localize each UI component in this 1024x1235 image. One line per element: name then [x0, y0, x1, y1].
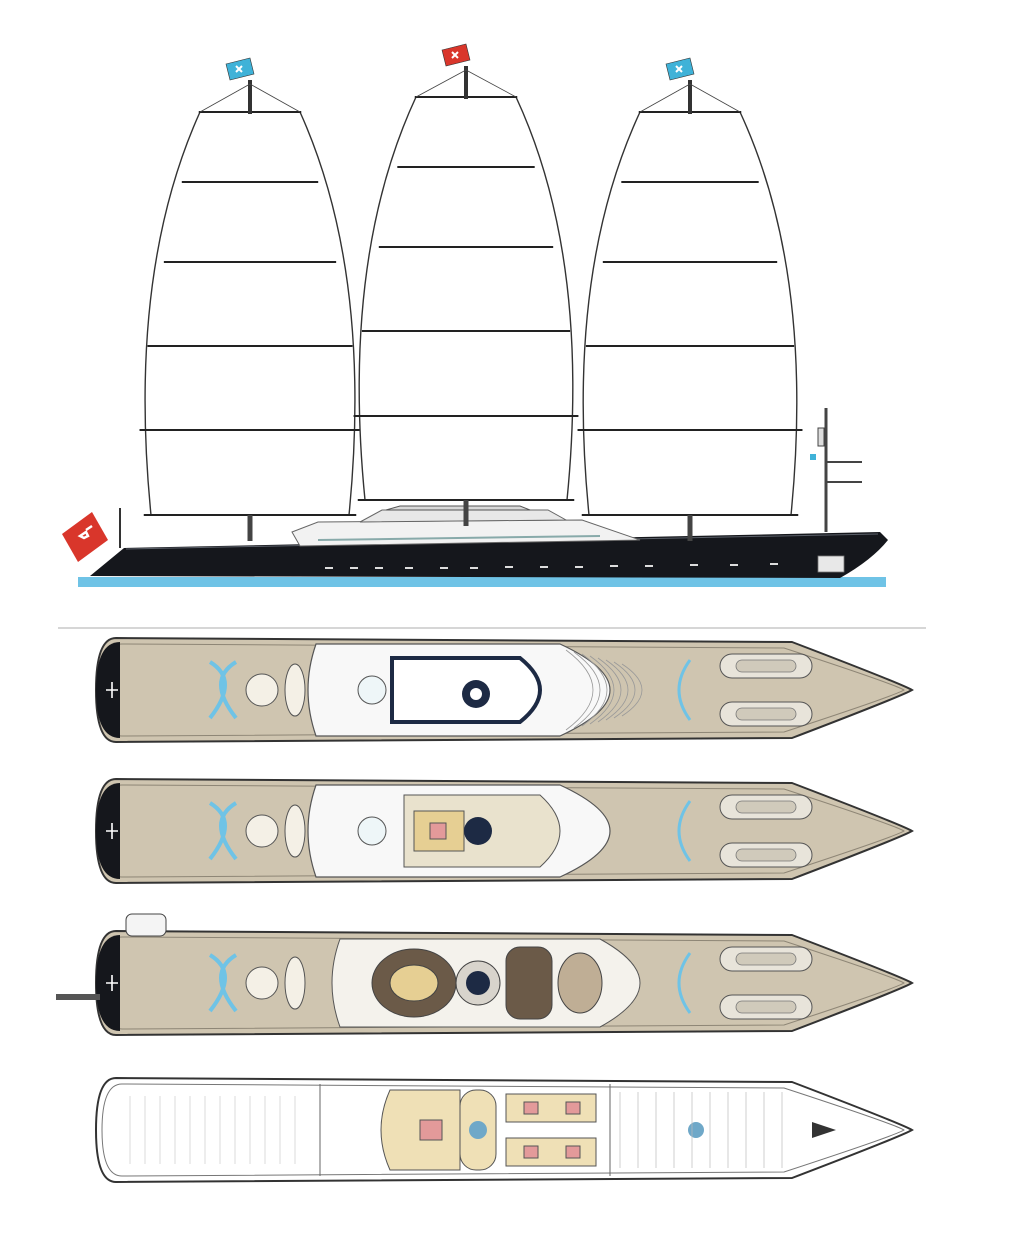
stern-tender: [125, 913, 167, 937]
windscreen-line: [613, 661, 636, 719]
bow-badge: [817, 555, 845, 573]
tender-cockpit: [735, 1000, 797, 1014]
flag-emblem: [451, 51, 459, 59]
sail-1: [144, 111, 356, 516]
anchor-icon: [106, 823, 118, 839]
windscreen-line: [565, 649, 594, 731]
atrium-hub: [466, 971, 490, 995]
aft-seating: [219, 660, 238, 720]
sail-2: [358, 96, 574, 501]
radar-mast: [810, 408, 862, 532]
fwd-seating: [677, 659, 692, 721]
bow-thruster: [812, 1122, 836, 1138]
anchor-icon: [106, 682, 118, 698]
deck-plans: [56, 636, 914, 1184]
hull-outline: [94, 1076, 914, 1184]
dining-table: [557, 952, 603, 1014]
bulwark-line: [101, 1083, 905, 1177]
aft-seating: [219, 953, 238, 1013]
windscreen-line: [581, 653, 608, 727]
aft-seating: [208, 953, 227, 1013]
fwd-seating: [677, 800, 692, 862]
daybed: [284, 956, 306, 1010]
rigging-wire: [689, 83, 741, 113]
rigging-wire: [249, 83, 301, 113]
mast-3: [577, 57, 803, 541]
deck-plan-level-2: [94, 777, 914, 885]
flag-emblem: [235, 65, 243, 73]
guest-bed: [523, 1145, 539, 1159]
stair-well: [469, 1121, 487, 1139]
rigging-wire: [415, 69, 467, 98]
guest-bed: [565, 1101, 581, 1115]
sun-deck-table: [357, 816, 387, 846]
aft-seating: [208, 801, 227, 861]
windscreen-line: [589, 655, 615, 725]
windscreen-line: [597, 657, 622, 723]
tender-cockpit: [735, 659, 797, 673]
deck-plan-level-4: [94, 1076, 914, 1184]
rigging-wire: [199, 83, 251, 113]
mast-1: [139, 57, 361, 541]
stern-ensign-flag: [62, 512, 108, 562]
guest-bed: [523, 1101, 539, 1115]
waterline: [78, 577, 886, 587]
sail-3: [582, 111, 798, 516]
mast-2: [353, 43, 579, 526]
daybed: [284, 663, 306, 717]
fwd-seating: [677, 952, 692, 1014]
aft-seating: [208, 660, 227, 720]
guest-bed: [565, 1145, 581, 1159]
daybed: [284, 804, 306, 858]
side-elevation-profile: [62, 43, 888, 587]
hull-portholes: [325, 563, 778, 569]
sun-pad-cushion: [429, 822, 447, 840]
saloon-table: [389, 964, 439, 1002]
aft-seating: [219, 801, 238, 861]
superstructure: [291, 505, 641, 547]
hull: [90, 532, 888, 578]
tender-cockpit: [735, 800, 797, 814]
round-table: [245, 673, 279, 707]
owner-bed: [419, 1119, 443, 1141]
sky-lounge-table: [357, 675, 387, 705]
guest-cabin: [505, 1137, 597, 1167]
round-table: [245, 966, 279, 1000]
anchor-icon: [106, 975, 118, 991]
deck-plan-level-1: [94, 636, 914, 744]
tender-cockpit: [735, 848, 797, 862]
rigging-wire: [465, 69, 517, 98]
guest-cabin: [505, 1093, 597, 1123]
dining-floor: [505, 946, 553, 1020]
skylight-hub-center: [470, 688, 482, 700]
crew-stair: [688, 1122, 704, 1138]
tender-cockpit: [735, 952, 797, 966]
rigging-wire: [639, 83, 691, 113]
tender-cockpit: [735, 707, 797, 721]
deck-plan-level-3: [56, 913, 914, 1037]
flag-emblem: [675, 65, 683, 73]
windscreen-line: [573, 651, 601, 729]
rig: [139, 43, 803, 541]
helm-dome: [464, 817, 492, 845]
round-table: [245, 814, 279, 848]
windscreen-line: [605, 659, 629, 721]
windscreen-line: [621, 663, 643, 717]
